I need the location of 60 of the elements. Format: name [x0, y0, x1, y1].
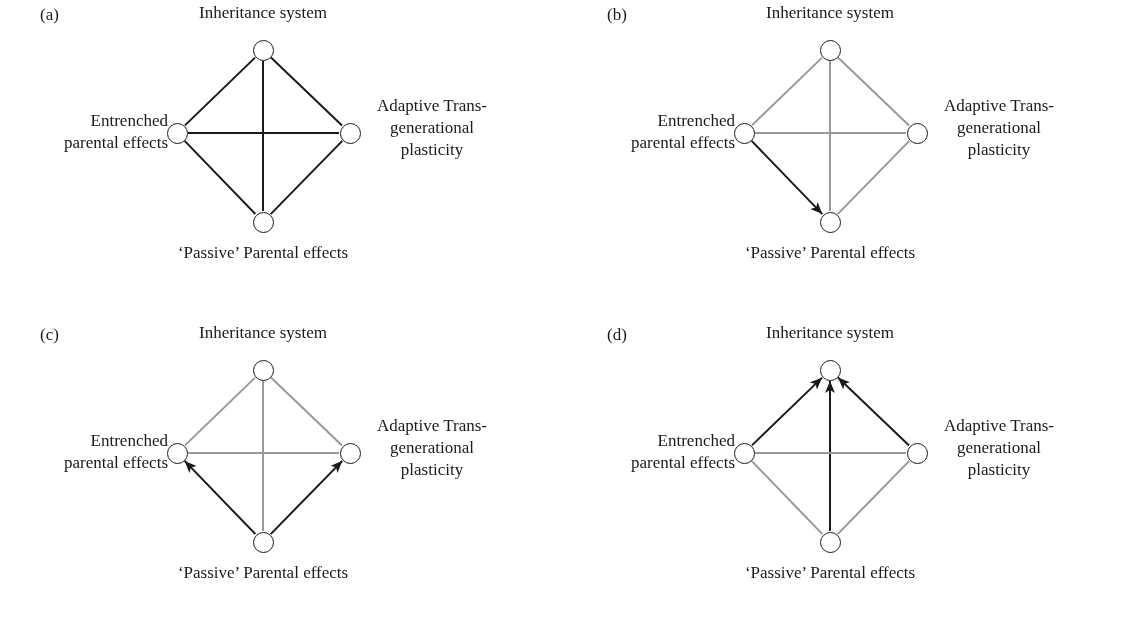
circle-node — [819, 531, 841, 553]
connector-line — [183, 376, 257, 447]
node-label: Inheritance system — [198, 322, 328, 344]
circle-node — [252, 211, 274, 233]
connector-line — [262, 60, 264, 212]
node-label: Entrenched parental effects — [63, 110, 168, 154]
connector-line — [269, 56, 344, 127]
panel-label: (c) — [40, 325, 59, 345]
circle-node — [733, 122, 755, 144]
node-label: Inheritance system — [765, 322, 895, 344]
circle-node — [166, 442, 188, 464]
connector-line — [836, 459, 911, 536]
node-label: Entrenched parental effects — [630, 430, 735, 474]
connector-line — [183, 139, 257, 216]
circle-node — [252, 531, 274, 553]
panel-label: (d) — [607, 325, 627, 345]
circle-node — [733, 442, 755, 464]
node-label: Adaptive Trans-generational plasticity — [376, 415, 488, 481]
connector-line — [750, 459, 824, 536]
node-label: Adaptive Trans-generational plasticity — [943, 415, 1055, 481]
arrow — [750, 376, 824, 447]
connector-line — [750, 56, 824, 127]
connector-line — [836, 56, 911, 127]
node-label: Adaptive Trans-generational plasticity — [943, 95, 1055, 161]
circle-node — [339, 122, 361, 144]
node-label: ‘Passive’ Parental effects — [176, 562, 350, 584]
node-label: Inheritance system — [765, 2, 895, 24]
node-label: ‘Passive’ Parental effects — [743, 562, 917, 584]
arrow — [183, 459, 257, 536]
circle-node — [819, 211, 841, 233]
circle-node — [819, 359, 841, 381]
connector-line — [269, 139, 344, 216]
connector-line — [829, 60, 831, 212]
connector-line — [262, 380, 264, 532]
node-label: ‘Passive’ Parental effects — [743, 242, 917, 264]
circle-node — [252, 359, 274, 381]
arrow — [269, 459, 344, 536]
circle-node — [166, 122, 188, 144]
node-label: Entrenched parental effects — [630, 110, 735, 154]
panel-label: (a) — [40, 5, 59, 25]
circle-node — [906, 122, 928, 144]
panel-label: (b) — [607, 5, 627, 25]
node-label: Adaptive Trans-generational plasticity — [376, 95, 488, 161]
circle-node — [252, 39, 274, 61]
circle-node — [906, 442, 928, 464]
connector-line — [754, 452, 907, 454]
connector-line — [754, 132, 907, 134]
arrow — [836, 376, 911, 447]
node-label: Inheritance system — [198, 2, 328, 24]
arrow — [825, 380, 835, 532]
node-label: ‘Passive’ Parental effects — [176, 242, 350, 264]
circle-node — [339, 442, 361, 464]
arrow — [750, 139, 824, 216]
connector-line — [187, 452, 340, 454]
connector-line — [269, 376, 344, 447]
circle-node — [819, 39, 841, 61]
node-label: Entrenched parental effects — [63, 430, 168, 474]
connector-line — [187, 132, 340, 134]
connector-line — [836, 139, 911, 216]
connector-line — [183, 56, 257, 127]
